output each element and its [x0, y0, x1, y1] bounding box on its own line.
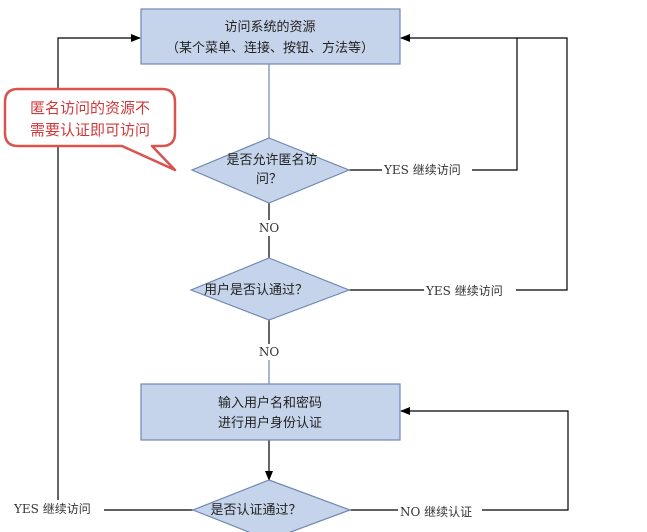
callout-line1: 匿名访问的资源不 — [30, 99, 150, 117]
node-access-resource: 访问系统的资源 （某个菜单、连接、按钮、方法等） — [140, 8, 401, 65]
node-access-resource-line1: 访问系统的资源 — [224, 19, 315, 35]
decision-user-authenticated: 用户是否认通过？ — [189, 257, 351, 321]
decision-auth-passed-text: 是否认证通过？ — [210, 503, 301, 518]
decision-auth-passed: 是否认证通过？ — [191, 479, 352, 532]
decision-allow-anonymous-line2: 问？ — [256, 172, 282, 187]
node-enter-credentials: 输入用户名和密码 进行用户身份认证 — [140, 383, 401, 441]
label-anon-yes: YES 继续访问 — [383, 163, 461, 177]
edge-auth-yes-b — [57, 34, 141, 500]
label-anon-no: NO — [259, 221, 280, 235]
label-user-no: NO — [259, 345, 280, 359]
label-auth-no: NO 继续认证 — [400, 505, 472, 519]
node-enter-credentials-line2: 进行用户身份认证 — [218, 415, 322, 431]
edge-user-yes-b — [516, 37, 568, 291]
decision-allow-anonymous: 是否允许匿名访 问？ — [190, 137, 351, 204]
callout-line2: 需要认证即可访问 — [30, 121, 150, 139]
edge-auth-no-b — [400, 407, 569, 511]
label-auth-yes: YES 继续访问 — [13, 502, 91, 516]
callout-anonymous-note: 匿名访问的资源不 需要认证即可访问 — [3, 87, 177, 172]
node-enter-credentials-line1: 输入用户名和密码 — [218, 395, 322, 411]
node-access-resource-line2: （某个菜单、连接、按钮、方法等） — [166, 40, 374, 56]
label-user-yes: YES 继续访问 — [425, 284, 503, 298]
decision-user-authenticated-text: 用户是否认通过？ — [204, 282, 308, 298]
decision-allow-anonymous-line1: 是否允许匿名访 — [226, 152, 317, 168]
edge-anon-yes-b — [400, 34, 518, 171]
